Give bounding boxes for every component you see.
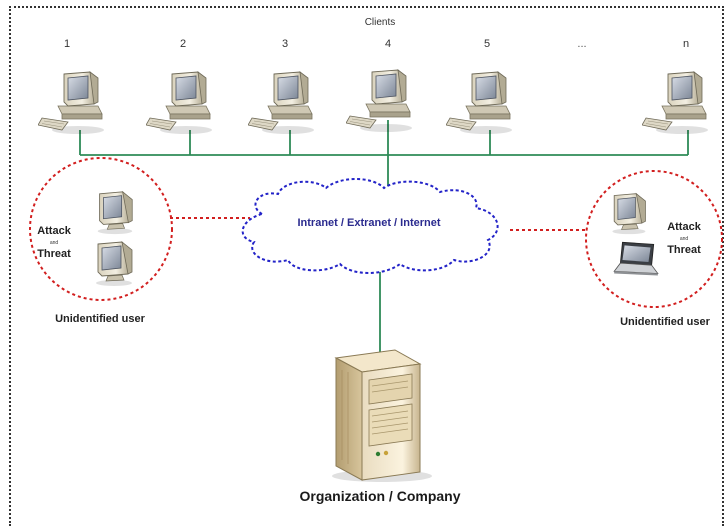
left-attack-label: Attack <box>37 225 72 237</box>
desktop-computer-icon <box>642 71 709 135</box>
left-threat-circle <box>29 157 173 301</box>
network-label: Intranet / Extranet / Internet <box>297 217 440 229</box>
left-threat-label: Threat <box>37 248 71 260</box>
right-attack-label: Attack <box>667 221 702 233</box>
left-unidentified-user-caption: Unidentified user <box>55 313 146 325</box>
clients-title: Clients <box>365 17 396 28</box>
crt-monitor-icon <box>611 193 646 235</box>
crt-monitor-icon <box>97 191 133 235</box>
client-number-n: n <box>683 38 689 50</box>
client-number-5: 5 <box>484 38 490 50</box>
desktop-computer-icon <box>38 71 105 135</box>
server-label: Organization / Company <box>299 488 460 504</box>
client-number-2: 2 <box>180 38 186 50</box>
client-number-3: 3 <box>282 38 288 50</box>
server-tower-icon <box>332 349 432 482</box>
laptop-icon <box>613 241 659 277</box>
desktop-computer-icon <box>346 69 413 133</box>
diagram-frame <box>9 6 724 526</box>
left-and-label: and <box>50 240 59 246</box>
right-threat-circle <box>585 170 723 308</box>
cloud-icon <box>241 178 499 274</box>
crt-monitor-icon <box>95 241 133 287</box>
client-number-ellipsis: ... <box>577 38 586 50</box>
desktop-computer-icon <box>446 71 513 135</box>
desktop-computer-icon <box>146 71 213 135</box>
desktop-computer-icon <box>248 71 315 135</box>
client-number-4: 4 <box>385 38 391 50</box>
client-number-1: 1 <box>64 38 70 50</box>
right-threat-label: Threat <box>667 244 701 256</box>
right-unidentified-user-caption: Unidentified user <box>620 316 711 328</box>
right-and-label: and <box>680 236 689 242</box>
